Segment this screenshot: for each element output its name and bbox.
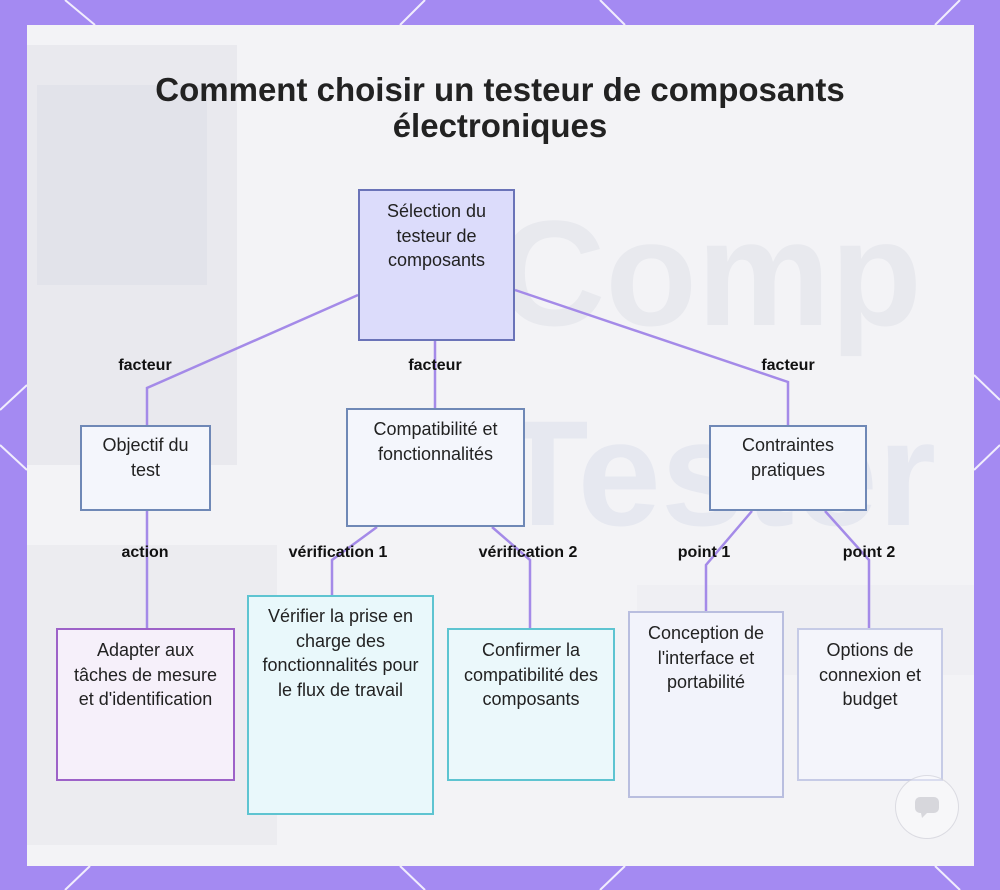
- node-verifier-label: Vérifier la prise en charge des fonction…: [262, 606, 419, 700]
- edge-label-facteur-left: facteur: [118, 357, 172, 374]
- node-objectif-label: Objectif du test: [102, 435, 189, 480]
- node-confirmer-label: Confirmer la compatibilité des composant…: [463, 640, 599, 709]
- watermark-line-1: Comp: [497, 189, 922, 357]
- node-root-selection: Sélection du testeur de composants: [358, 189, 515, 341]
- node-objectif: Objectif du test: [80, 425, 211, 511]
- node-compatibilite: Compatibilité et fonctionnalités: [346, 408, 525, 527]
- node-root-label: Sélection du testeur de composants: [386, 201, 487, 270]
- edge-label-action: action: [121, 544, 169, 561]
- node-conception-label: Conception de l'interface et portabilité: [647, 623, 765, 692]
- edge-label-facteur-right: facteur: [761, 357, 815, 374]
- edge-label-verification-2: vérification 2: [478, 544, 578, 561]
- node-compatibilite-label: Compatibilité et fonctionnalités: [373, 419, 498, 464]
- edge-root-contraintes: [514, 288, 790, 425]
- node-contraintes-label: Contraintes pratiques: [741, 435, 835, 480]
- edge-label-facteur-mid: facteur: [408, 357, 462, 374]
- node-adapter-label: Adapter aux tâches de mesure et d'identi…: [73, 640, 218, 709]
- chat-bubble-icon: [915, 797, 939, 818]
- edge-label-verification-1: vérification 1: [288, 544, 388, 561]
- node-confirmer: Confirmer la compatibilité des composant…: [447, 628, 615, 781]
- edge-contraintes-conception: [704, 510, 753, 611]
- chat-button[interactable]: [895, 775, 959, 839]
- edge-label-point-2: point 2: [842, 544, 896, 561]
- node-options-label: Options de connexion et budget: [818, 640, 922, 709]
- node-verifier: Vérifier la prise en charge des fonction…: [247, 595, 434, 815]
- node-options: Options de connexion et budget: [797, 628, 943, 781]
- diagram-title: Comment choisir un testeur de composants…: [155, 71, 845, 144]
- edge-compatibilite-confirmer: [491, 526, 532, 628]
- edge-root-objectif: [145, 293, 359, 425]
- node-conception: Conception de l'interface et portabilité: [628, 611, 784, 798]
- node-contraintes: Contraintes pratiques: [709, 425, 867, 511]
- edge-contraintes-options: [824, 510, 871, 628]
- edge-compatibilite-verifier: [330, 525, 378, 595]
- node-adapter: Adapter aux tâches de mesure et d'identi…: [56, 628, 235, 781]
- edge-label-point-1: point 1: [677, 544, 731, 561]
